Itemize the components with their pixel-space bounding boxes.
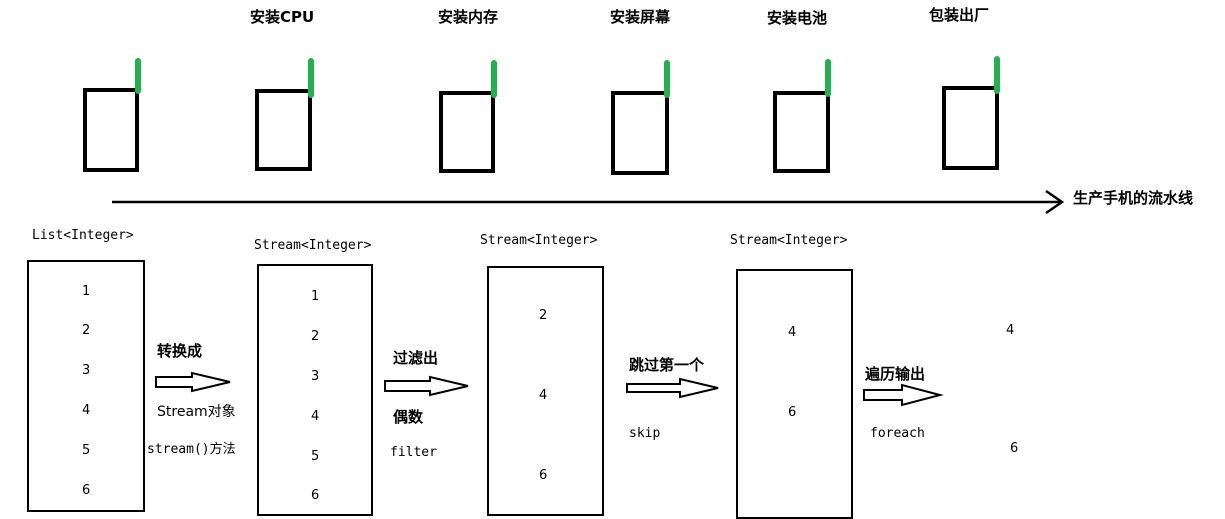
stage-box-list — [27, 260, 145, 512]
stream-value: 6 — [539, 468, 548, 483]
list-value: 3 — [82, 363, 91, 378]
stream-value: 4 — [311, 409, 320, 424]
output-value: 4 — [1006, 323, 1015, 338]
phone-4 — [611, 91, 669, 175]
list-value: 6 — [82, 483, 91, 498]
step-label-install-screen: 安装屏幕 — [610, 8, 671, 26]
antenna-3 — [491, 60, 497, 98]
stage-type-label: Stream<Integer> — [730, 233, 848, 248]
stream-value: 2 — [311, 329, 320, 344]
operation-method: skip — [629, 426, 661, 441]
output-value: 6 — [1010, 441, 1019, 456]
operation-title: 跳过第一个 — [629, 356, 705, 374]
block-arrow-2 — [384, 375, 469, 397]
timeline-arrowhead — [1045, 189, 1065, 215]
operation-detail: 偶数 — [393, 408, 424, 426]
stage-box-stream-filtered — [487, 266, 604, 516]
stage-box-stream — [257, 264, 373, 516]
list-value: 5 — [82, 443, 91, 458]
block-arrow-4 — [863, 383, 944, 407]
phone-3 — [439, 91, 495, 173]
antenna-6 — [994, 56, 1000, 94]
step-label-install-memory: 安装内存 — [438, 8, 499, 26]
stage-type-label: List<Integer> — [32, 228, 134, 243]
assembly-line-caption: 生产手机的流水线 — [1073, 189, 1194, 207]
step-label-install-cpu: 安装CPU — [250, 8, 315, 26]
phone-6 — [942, 86, 999, 170]
step-label-package: 包装出厂 — [929, 6, 990, 24]
antenna-4 — [664, 60, 670, 98]
antenna-2 — [308, 58, 314, 98]
stream-value: 4 — [788, 325, 797, 340]
operation-title: 遍历输出 — [865, 365, 926, 383]
stream-value: 5 — [311, 449, 320, 464]
step-label-install-battery: 安装电池 — [767, 9, 828, 27]
stream-value: 1 — [311, 289, 320, 304]
stream-value: 3 — [311, 369, 320, 384]
stream-value: 6 — [788, 405, 797, 420]
operation-method: foreach — [870, 426, 925, 441]
stage-type-label: Stream<Integer> — [480, 233, 598, 248]
list-value: 1 — [82, 284, 91, 299]
operation-title: 转换成 — [157, 342, 203, 360]
operation-method: filter — [390, 445, 437, 460]
stage-type-label: Stream<Integer> — [254, 238, 372, 253]
operation-title: 过滤出 — [393, 349, 439, 367]
block-arrow-3 — [626, 377, 719, 399]
antenna-1 — [135, 58, 141, 94]
stream-value: 4 — [539, 388, 548, 403]
operation-detail: Stream对象 — [157, 404, 236, 420]
list-value: 2 — [82, 323, 91, 338]
phone-1 — [83, 88, 139, 172]
block-arrow-1 — [155, 371, 231, 393]
phone-5 — [773, 91, 830, 173]
stream-value: 6 — [311, 488, 320, 503]
stream-value: 2 — [539, 308, 548, 323]
phone-2 — [255, 89, 312, 171]
antenna-5 — [825, 59, 831, 97]
list-value: 4 — [82, 403, 91, 418]
operation-method: stream()方法 — [147, 442, 236, 457]
stage-box-stream-skipped — [736, 269, 853, 519]
